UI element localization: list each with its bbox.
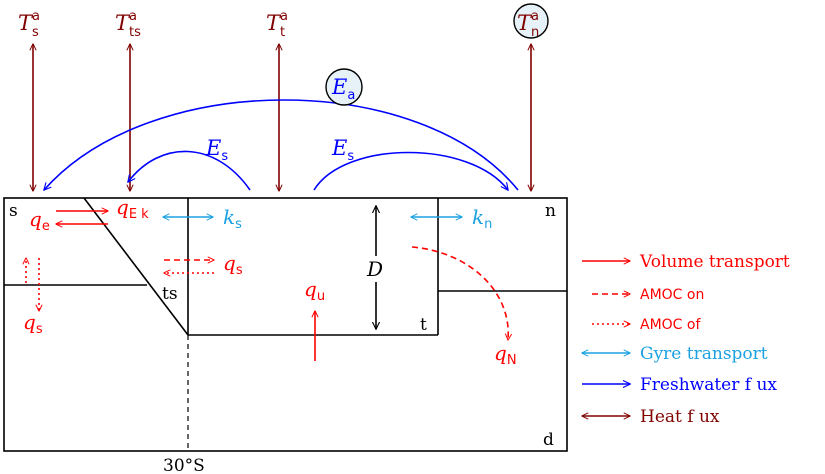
legend-label-freshwater: Freshwater f ux bbox=[640, 375, 777, 395]
volume-label-qu: qu bbox=[304, 277, 325, 304]
legend-label-heat: Heat f ux bbox=[640, 407, 720, 427]
heat-flux-arrows bbox=[33, 44, 531, 191]
legend: Volume transport AMOC on AMOC of Gyre tr… bbox=[582, 252, 790, 427]
gyre-label-ks: ks bbox=[223, 205, 242, 232]
volume-label-qek: qE k bbox=[116, 195, 149, 222]
legend-label-gyre: Gyre transport bbox=[640, 344, 768, 364]
volume-label-qe: qe bbox=[29, 207, 50, 234]
ocean-outer-box bbox=[3, 197, 568, 452]
freshwater-arc-es-left bbox=[128, 150, 251, 191]
gyre-label-kn: kn bbox=[472, 205, 492, 232]
freshwater-arc-ea bbox=[44, 99, 519, 190]
freshwater-flux-arrows bbox=[44, 99, 519, 191]
box-structure bbox=[3, 197, 568, 452]
legend-label-amoc-off: AMOC of bbox=[640, 317, 701, 333]
box-label-ts: ts bbox=[162, 284, 178, 304]
box-label-n: n bbox=[545, 201, 556, 221]
legend-label-volume: Volume transport bbox=[639, 252, 790, 272]
latitude-label: 30°S bbox=[163, 456, 205, 474]
volume-label-qs-left: qs bbox=[23, 310, 43, 337]
depth-label: D bbox=[366, 257, 383, 281]
volume-transport-arrows bbox=[26, 211, 508, 361]
box-label-s: s bbox=[9, 201, 18, 221]
freshwater-label-ea: Ea bbox=[331, 75, 355, 103]
depth-label-bg bbox=[364, 256, 388, 282]
box-label-t: t bbox=[420, 315, 427, 335]
volume-label-qs-mid: qs bbox=[223, 251, 243, 278]
qn-arrow bbox=[411, 246, 508, 340]
freshwater-label-es-right: Es bbox=[331, 136, 354, 164]
box-label-d: d bbox=[543, 430, 554, 450]
freshwater-label-ea-circle bbox=[325, 68, 363, 106]
heat-label-n-circle bbox=[513, 3, 549, 39]
freshwater-arc-es-right bbox=[313, 151, 508, 191]
freshwater-label-es-left: Es bbox=[205, 136, 228, 164]
ts-slope-boundary bbox=[83, 197, 189, 336]
legend-label-amoc-on: AMOC on bbox=[640, 287, 704, 303]
volume-label-qn: qN bbox=[494, 341, 517, 368]
